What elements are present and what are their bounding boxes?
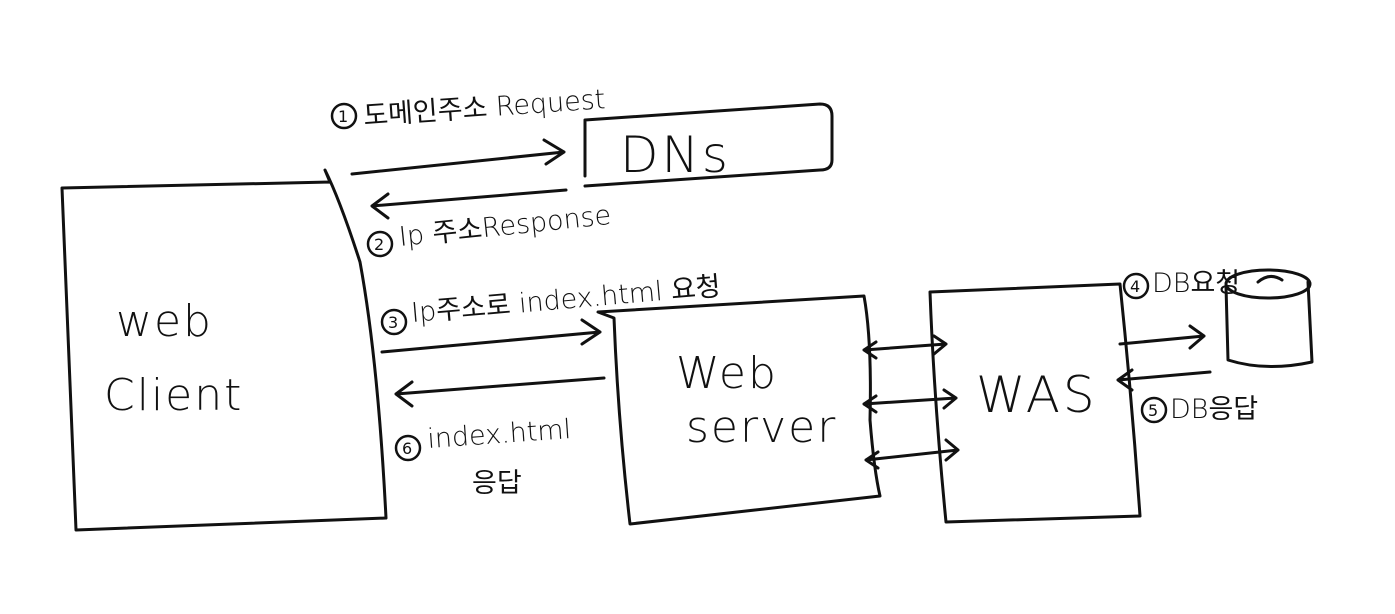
step-5-label: DB응답	[1170, 394, 1258, 425]
step-1-label: 도메인주소 Request	[362, 84, 606, 132]
web-server-box	[596, 294, 882, 526]
step-3-annotation: 3 Ip주소로 index.html 요청	[380, 271, 722, 336]
step-6-label: index.html	[426, 414, 572, 455]
step-4-annotation: 4 DB요청	[1122, 268, 1240, 300]
step-4-number: 4	[1130, 277, 1140, 296]
step-3-label: Ip주소로 index.html 요청	[410, 271, 722, 329]
arrow-ip-response	[370, 188, 568, 220]
web-server-label-line2: server	[686, 402, 837, 453]
step-5-number: 5	[1148, 401, 1158, 420]
step-5-annotation: 5 DB응답	[1140, 394, 1258, 425]
dns-box	[583, 102, 834, 188]
step-1-annotation: 1 도메인주소 Request	[330, 84, 606, 132]
step-2-annotation: 2 Ip 주소Response	[366, 200, 613, 258]
was-box	[928, 282, 1142, 524]
arrow-index-response	[394, 376, 606, 408]
web-server-label-line1: Web	[676, 348, 778, 399]
step-6-annotation: 6 index.html 응답	[394, 414, 572, 499]
arrow-ws-was-2	[862, 388, 958, 414]
web-client-label-line2: Client	[104, 370, 243, 421]
step-3-number: 3	[388, 313, 398, 332]
arrow-ws-was-1	[862, 334, 948, 360]
arrow-index-request	[380, 318, 602, 354]
web-client-box	[60, 168, 388, 532]
was-label: WAS	[976, 366, 1098, 424]
arrow-domain-request	[350, 138, 566, 176]
step-2-number: 2	[374, 235, 384, 254]
step-6-number: 6	[402, 439, 412, 458]
step-2-label: Ip 주소Response	[397, 200, 612, 253]
arrow-ws-was-3	[864, 438, 960, 470]
arrow-db-response	[1116, 368, 1212, 392]
step-6-label-line2: 응답	[472, 468, 522, 499]
database-cylinder	[1224, 268, 1314, 368]
web-client-label-line1: web	[116, 296, 213, 347]
dns-label: DNs	[620, 126, 731, 184]
step-4-label: DB요청	[1152, 268, 1240, 299]
arrow-db-request	[1118, 324, 1206, 350]
step-1-number: 1	[338, 107, 348, 126]
